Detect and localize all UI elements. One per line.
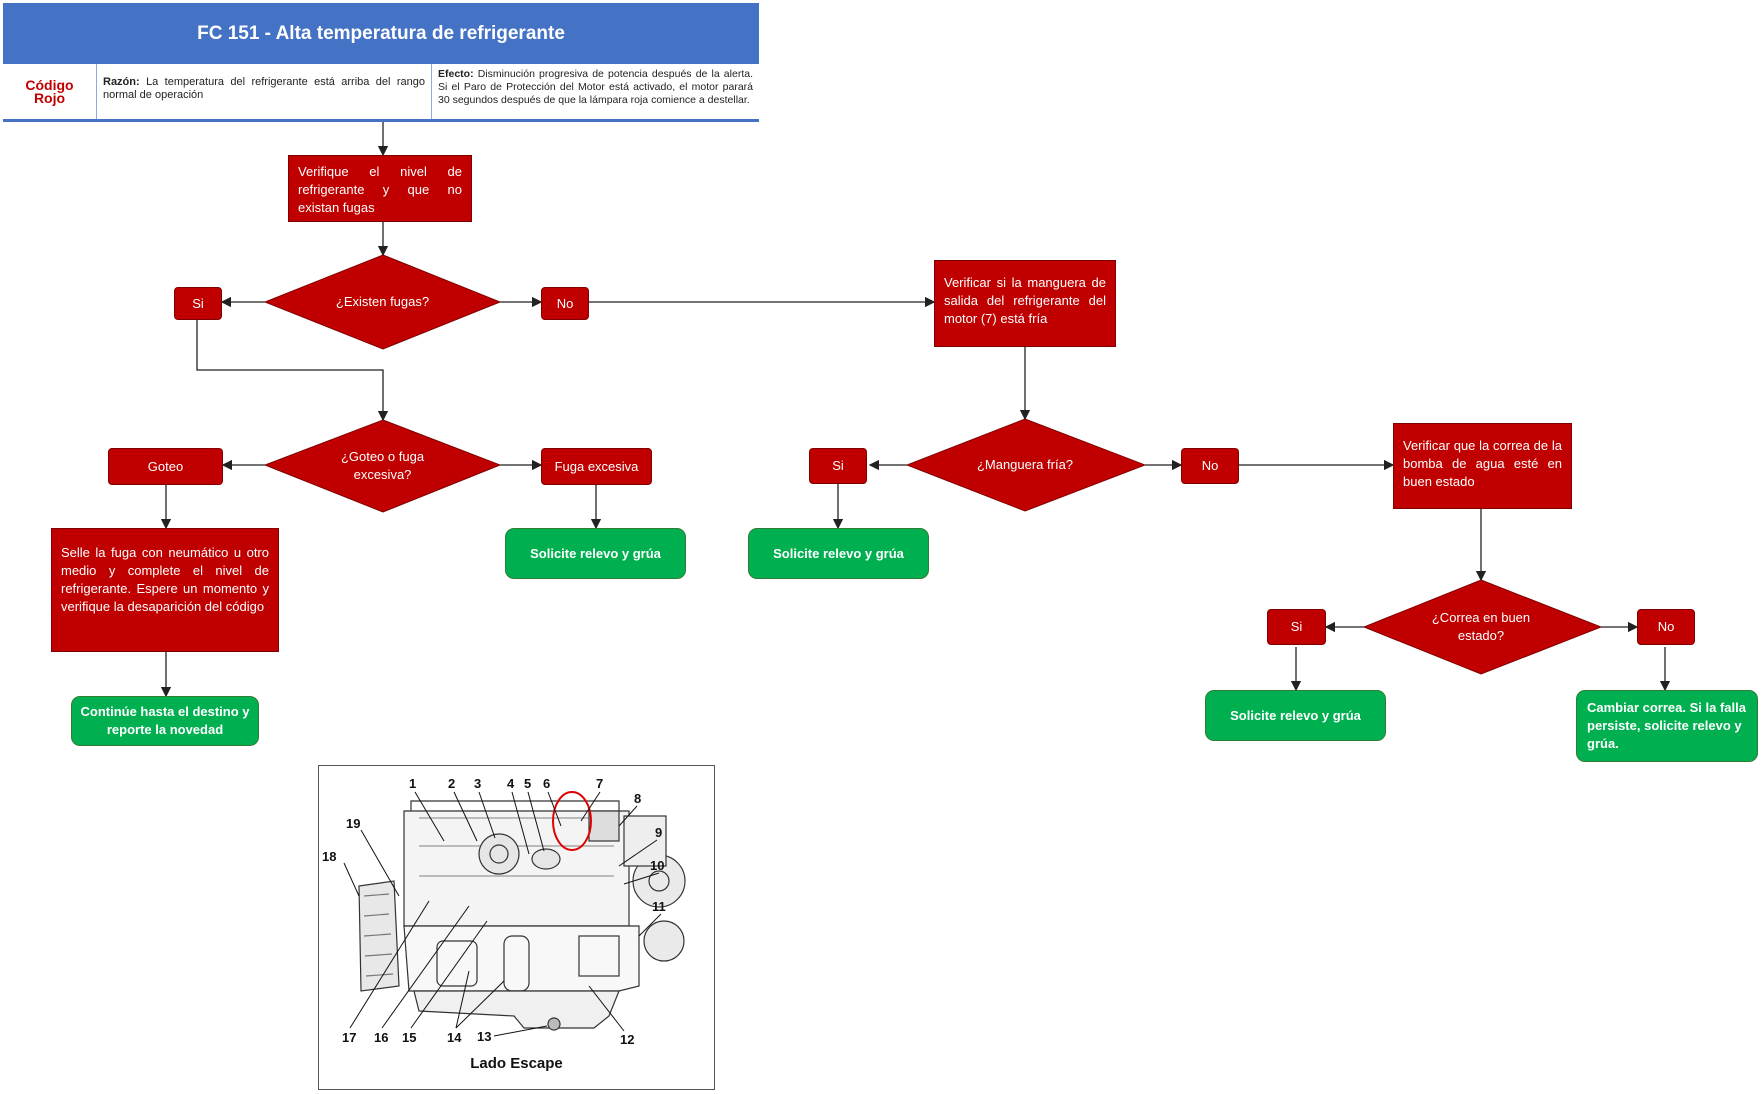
callout-7: 7	[596, 776, 603, 791]
callout-12: 12	[620, 1032, 634, 1047]
callout-5: 5	[524, 776, 531, 791]
change-belt-terminal: Cambiar correa. Si la falla persiste, so…	[1576, 690, 1758, 762]
reason-text: La temperatura del refrigerante está arr…	[103, 76, 425, 101]
effect-label: Efecto:	[438, 68, 474, 80]
callout-4: 4	[507, 776, 515, 791]
check-belt-box: Verificar que la correa de la bomba de a…	[1393, 423, 1572, 509]
check-coolant-box: Verifique el nivel de refrigerante y que…	[288, 155, 472, 222]
question-belt: ¿Correa en buen estado?	[1431, 610, 1531, 643]
callout-6: 6	[543, 776, 550, 791]
fault-info-row: Código Rojo Razón: La temperatura del re…	[3, 64, 759, 122]
callout-14: 14	[447, 1030, 462, 1045]
belt-no-box: No	[1637, 609, 1695, 645]
reason-label: Razón:	[103, 76, 140, 88]
continue-terminal: Continúe hasta el destino y reporte la n…	[71, 696, 259, 746]
diamond-drip	[263, 419, 502, 513]
callout-18: 18	[322, 849, 336, 864]
leaks-no-box: No	[541, 287, 589, 320]
drip-box: Goteo	[108, 448, 223, 485]
callout-13: 13	[477, 1029, 491, 1044]
engine-figure: 1 2 3 4 5 6 7 8 9 10 11 12 13 14 15 16 1…	[318, 765, 715, 1090]
leaks-yes-box: Si	[174, 287, 222, 320]
callout-2: 2	[448, 776, 455, 791]
callout-9: 9	[655, 825, 662, 840]
diamond-leaks	[263, 254, 502, 350]
question-hose: ¿Manguera fría?	[976, 457, 1074, 472]
callout-19: 19	[346, 816, 360, 831]
relief-terminal-1: Solicite relevo y grúa	[505, 528, 686, 579]
reason-cell: Razón: La temperatura del refrigerante e…	[97, 64, 432, 119]
relief-terminal-3: Solicite relevo y grúa	[1205, 690, 1386, 741]
diamond-hose	[905, 418, 1147, 512]
callout-17: 17	[342, 1030, 356, 1045]
callout-11: 11	[652, 899, 666, 914]
excessive-box: Fuga excesiva	[541, 448, 652, 485]
question-leaks: ¿Existen fugas?	[335, 294, 430, 309]
check-hose-box: Verificar si la manguera de salida del r…	[934, 260, 1116, 347]
callout-8: 8	[634, 791, 641, 806]
callout-3: 3	[474, 776, 481, 791]
relief-terminal-2: Solicite relevo y grúa	[748, 528, 929, 579]
question-drip: ¿Goteo o fuga excesiva?	[340, 449, 425, 482]
page-title: FC 151 - Alta temperatura de refrigerant…	[3, 3, 759, 64]
effect-cell: Efecto: Disminución progresiva de potenc…	[432, 64, 759, 119]
seal-leak-box: Selle la fuga con neumático u otro medio…	[51, 528, 279, 652]
callout-16: 16	[374, 1030, 388, 1045]
arrow-yes-to-q-drip	[196, 319, 389, 422]
code-label: Código Rojo	[3, 64, 97, 119]
effect-text: Disminución progresiva de potencia despu…	[438, 68, 753, 106]
diamond-belt	[1362, 579, 1603, 675]
engine-caption: Lado Escape	[470, 1055, 563, 1072]
engine-drawing: 1 2 3 4 5 6 7 8 9 10 11 12 13 14 15 16 1…	[322, 776, 686, 1047]
hose-yes-box: Si	[809, 448, 867, 484]
hose-no-box: No	[1181, 448, 1239, 484]
callout-10: 10	[650, 858, 664, 873]
belt-yes-box: Si	[1267, 609, 1326, 645]
callout-1: 1	[409, 776, 416, 791]
callout-15: 15	[402, 1030, 416, 1045]
